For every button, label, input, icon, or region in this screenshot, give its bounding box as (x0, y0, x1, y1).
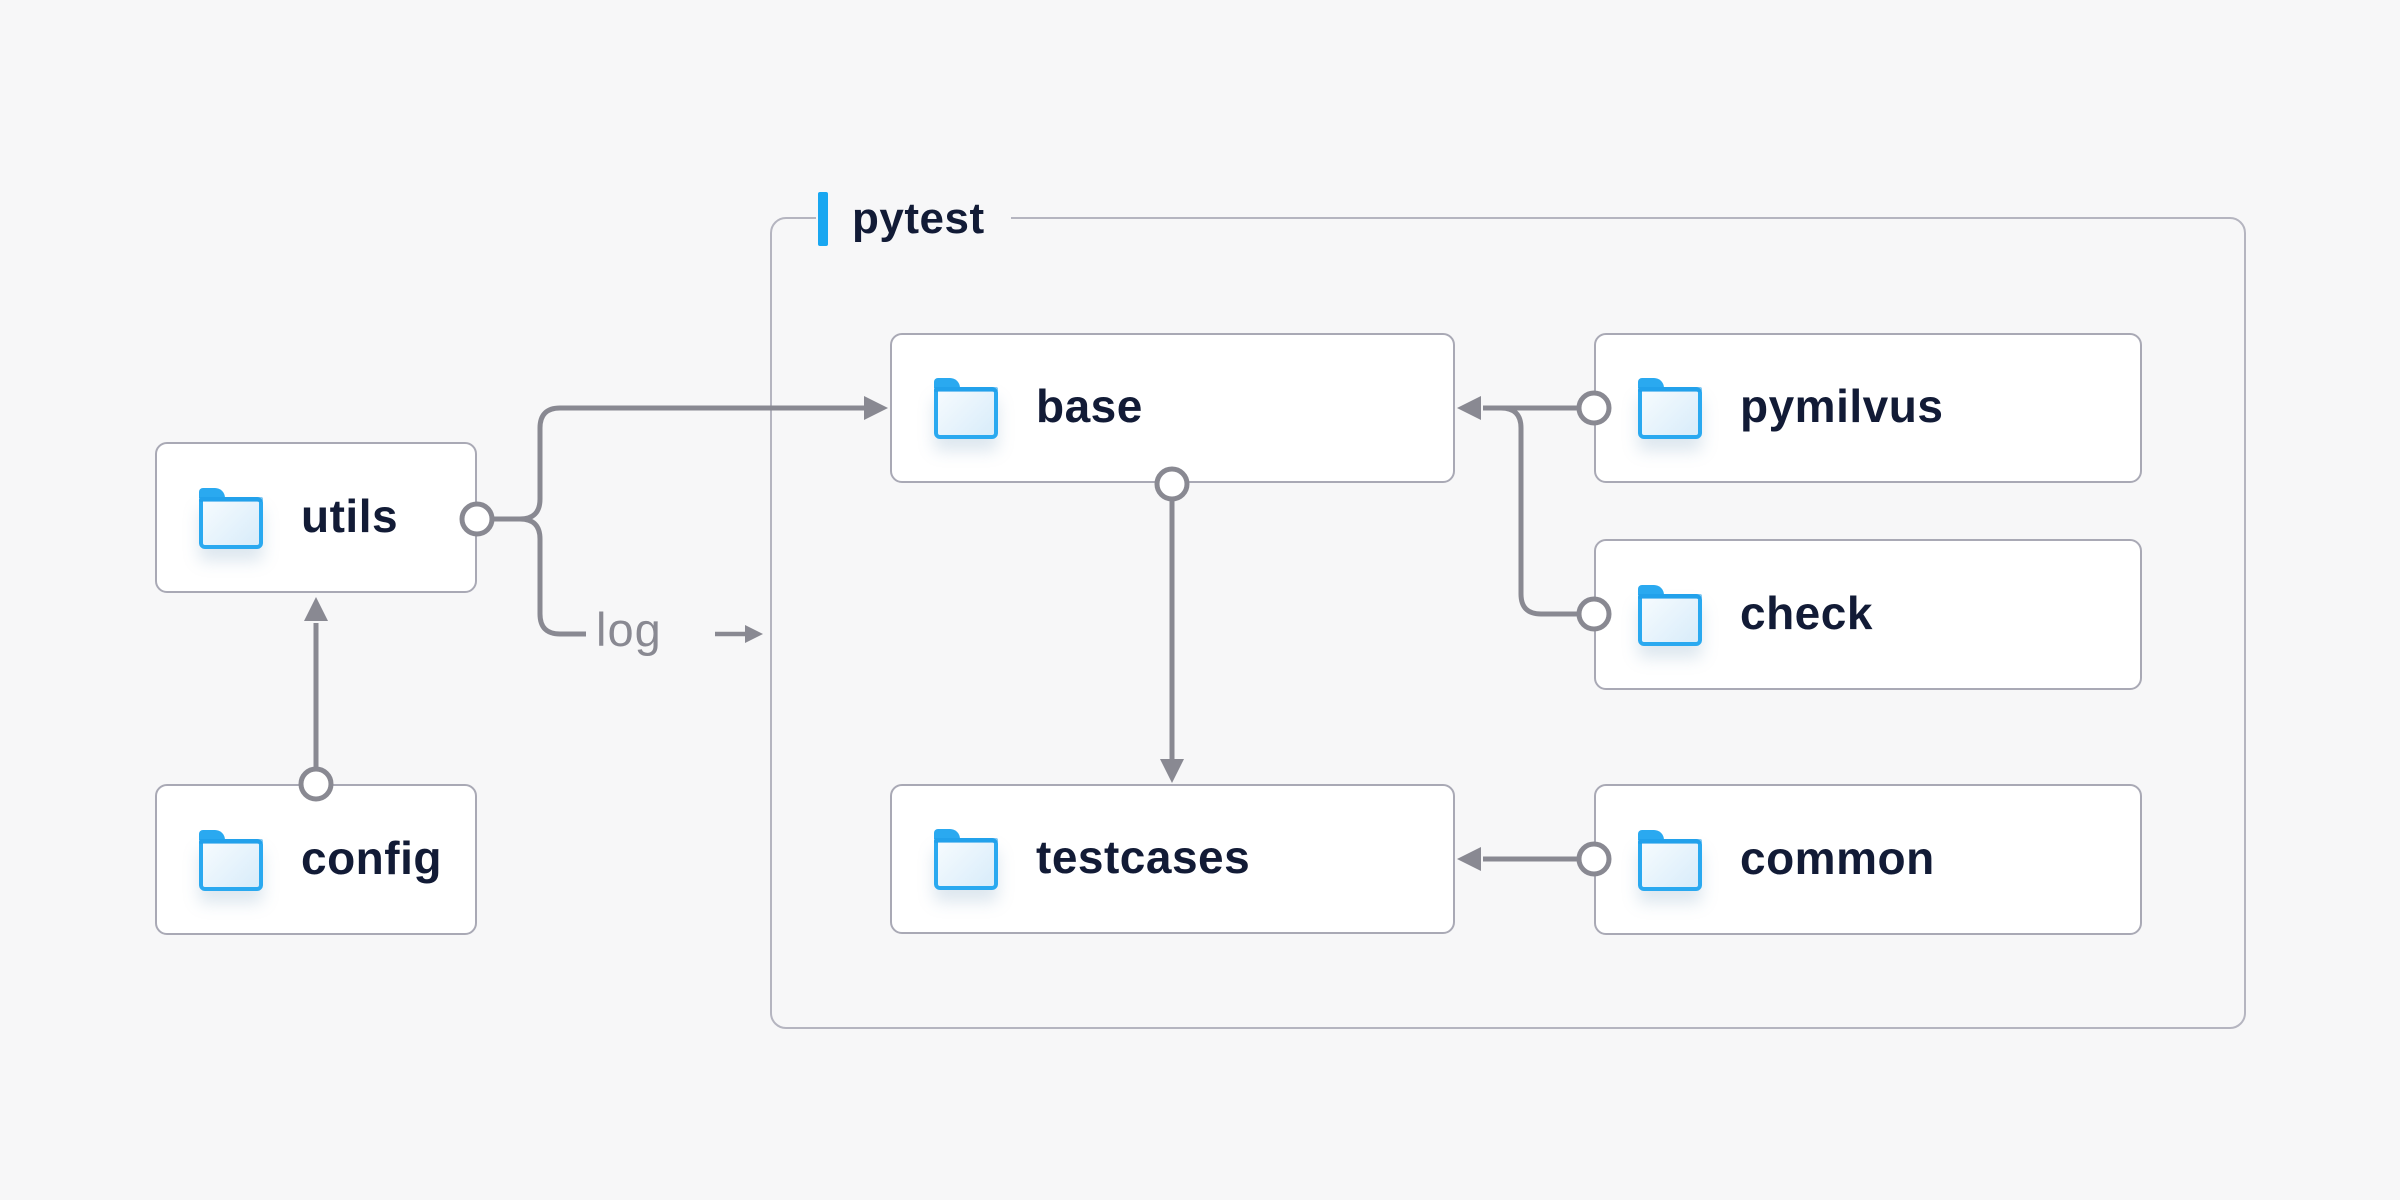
folder-icon (199, 487, 263, 549)
folder-icon (1638, 378, 1702, 439)
node-config: config (155, 784, 477, 935)
node-label: check (1740, 586, 1873, 639)
node-label: config (301, 831, 442, 884)
edge-utils-log (492, 516, 586, 637)
node-testcases: testcases (890, 784, 1455, 934)
blue-bar-icon (818, 192, 828, 246)
folder-icon (934, 829, 998, 890)
group-label-pytest: pytest (816, 188, 1011, 250)
node-base: base (890, 333, 1455, 483)
node-label: testcases (1036, 831, 1251, 883)
arrowhead-log (745, 625, 763, 643)
folder-icon (199, 829, 263, 891)
folder-icon (1638, 829, 1702, 891)
node-common: common (1594, 784, 2142, 935)
node-label: common (1740, 831, 1935, 884)
node-utils: utils (155, 442, 477, 593)
arrowhead-into-utils-bottom (304, 597, 328, 621)
folder-icon (934, 378, 998, 439)
node-pymilvus: pymilvus (1594, 333, 2142, 483)
node-check: check (1594, 539, 2142, 690)
group-title: pytest (852, 194, 985, 243)
edge-label-log: log (596, 603, 662, 656)
node-label: utils (301, 489, 399, 542)
node-label: base (1036, 380, 1143, 432)
group-box-pytest (770, 217, 2246, 1029)
node-label: pymilvus (1740, 380, 1944, 432)
folder-icon (1638, 584, 1702, 646)
